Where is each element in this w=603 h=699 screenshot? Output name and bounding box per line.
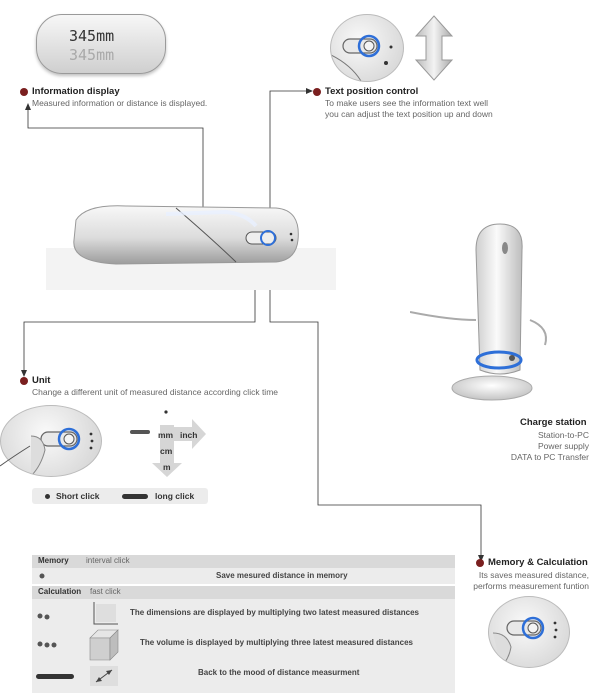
double-dot-icon xyxy=(37,613,50,620)
long-click-label: long click xyxy=(155,491,195,501)
lcd-reading: 345mm xyxy=(69,27,115,45)
text-position-desc-1: To make users see the information text w… xyxy=(325,98,488,108)
unit-arrows-diagram xyxy=(130,410,206,477)
calculation-header: Calculation fast click xyxy=(32,586,455,599)
lcd-display: 345mm 345mm xyxy=(36,14,166,74)
connector-text-position xyxy=(269,90,308,240)
charge-station xyxy=(410,223,547,401)
text-position-title: Text position control xyxy=(325,86,419,97)
lcd-reflection: 345mm xyxy=(69,46,115,64)
calc-row-2-text: The volume is displayed by multiplying t… xyxy=(140,638,413,647)
memory-bullet xyxy=(476,559,484,567)
info-display-desc: Measured information or distance is disp… xyxy=(32,98,208,108)
volume-cube-icon xyxy=(89,629,119,661)
short-click-label: Short click xyxy=(56,491,100,501)
unit-inch: inch xyxy=(180,430,198,440)
triple-dot-icon xyxy=(37,641,57,648)
calculation-header-sub: fast click xyxy=(90,587,121,596)
memory-button-drawing xyxy=(492,616,558,667)
memory-row: Save mesured distance in memory xyxy=(32,568,455,584)
memory-calc-desc-1: Its saves measured distance, xyxy=(478,570,589,580)
unit-button-drawing xyxy=(30,427,94,476)
connector-memory xyxy=(269,245,482,557)
short-press-mark xyxy=(164,410,168,414)
memory-row-text: Save mesured distance in memory xyxy=(216,571,348,580)
long-click-bar xyxy=(122,494,148,499)
long-press-mark xyxy=(130,430,150,434)
long-press-bar-icon xyxy=(36,674,74,679)
up-down-arrow-icon xyxy=(414,15,454,81)
memory-header: Memory interval click xyxy=(32,555,455,568)
click-legend xyxy=(32,488,208,504)
arrow-memory xyxy=(478,555,484,562)
unit-mm: mm xyxy=(158,430,174,440)
arrow-info xyxy=(25,103,31,110)
memory-calc-desc-2: performs measurement funtion xyxy=(473,581,589,591)
connector-info-display xyxy=(27,108,204,215)
text-position-bullet xyxy=(313,88,321,96)
calc-row-3-text: Back to the mood of distance measurment xyxy=(198,668,360,677)
memory-header-label: Memory xyxy=(38,556,69,565)
area-icon xyxy=(93,602,118,625)
calculation-header-label: Calculation xyxy=(38,587,82,596)
arrow-text xyxy=(306,88,313,94)
charge-station-line-2: Power supply xyxy=(537,441,589,451)
charge-station-line-1: Station-to-PC xyxy=(537,430,589,440)
info-bullet xyxy=(20,88,28,96)
button-closeup-drawing xyxy=(331,34,393,81)
button-closeup xyxy=(330,14,404,82)
unit-bullet xyxy=(20,377,28,385)
calc-row-1-text: The dimensions are displayed by multiply… xyxy=(130,608,419,617)
unit-m: m xyxy=(163,462,171,472)
unit-desc: Change a different unit of measured dist… xyxy=(32,387,279,397)
text-position-desc-2: you can adjust the text position up and … xyxy=(325,109,493,119)
unit-button-closeup xyxy=(0,405,102,477)
diagonal-arrow-icon xyxy=(90,666,118,686)
arrow-unit xyxy=(21,370,27,377)
unit-cm: cm xyxy=(160,446,173,456)
memory-calc-title: Memory & Calculation xyxy=(488,557,588,568)
info-display-title: Information display xyxy=(32,86,120,97)
measuring-device xyxy=(46,205,336,290)
memory-button-closeup xyxy=(488,596,570,668)
memory-header-sub: interval click xyxy=(86,556,130,565)
unit-title: Unit xyxy=(32,375,51,386)
charge-station-line-3: DATA to PC Transfer xyxy=(510,452,589,462)
single-dot-icon xyxy=(39,573,45,579)
charge-station-title: Charge station xyxy=(520,417,587,428)
hand-outline xyxy=(0,445,31,467)
short-click-dot xyxy=(45,494,50,499)
